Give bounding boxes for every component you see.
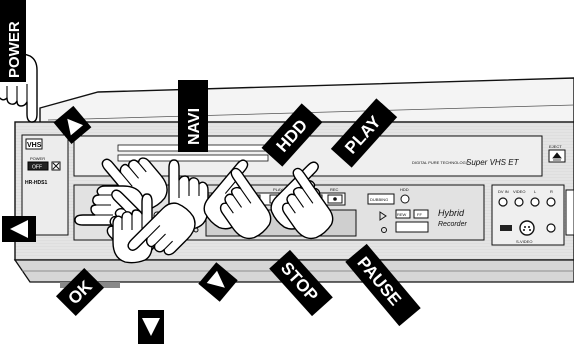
callout-navi: NAVI [178, 80, 208, 152]
rec-small-label: REC [330, 187, 339, 192]
svideo-jack[interactable] [520, 221, 534, 235]
video-label: VIDEO [513, 189, 525, 194]
audio-r-label: R [550, 189, 553, 194]
video-jack[interactable] [515, 198, 523, 206]
dv-label: DV IN [498, 189, 509, 194]
dv-jack[interactable] [499, 198, 507, 206]
dubbing-label: DUBBING [370, 197, 388, 202]
callout-down [138, 310, 164, 344]
power-label: POWER [6, 21, 23, 78]
hdd-small-label: HDD [400, 187, 409, 192]
ff-label: FF [417, 212, 422, 217]
rew-label: REW [397, 212, 407, 217]
jack-panel: DV IN VIDEO L R S-VIDEO [492, 185, 574, 245]
svhs-logo: Super VHS ET [466, 158, 520, 167]
hybrid-text-1: Hybrid [438, 208, 465, 218]
vhs-badge: VHS [27, 142, 42, 149]
audio-l-jack[interactable] [531, 198, 539, 206]
audio-r-jack[interactable] [547, 198, 555, 206]
power-small-label: POWER [30, 156, 45, 161]
navi-label: NAVI [186, 108, 203, 145]
hybrid-text-2: Recorder [438, 221, 467, 228]
callout-left [2, 216, 36, 242]
tape-brand: DIGITAL PURE TECHNOLOGY [412, 160, 469, 165]
model-label: HR-HDS1 [25, 180, 47, 186]
eject-label: EJECT [549, 144, 562, 149]
callout-power: POWER [0, 0, 26, 82]
svideo-label: S-VIDEO [516, 239, 532, 244]
power-button-label: OFF [32, 165, 42, 171]
